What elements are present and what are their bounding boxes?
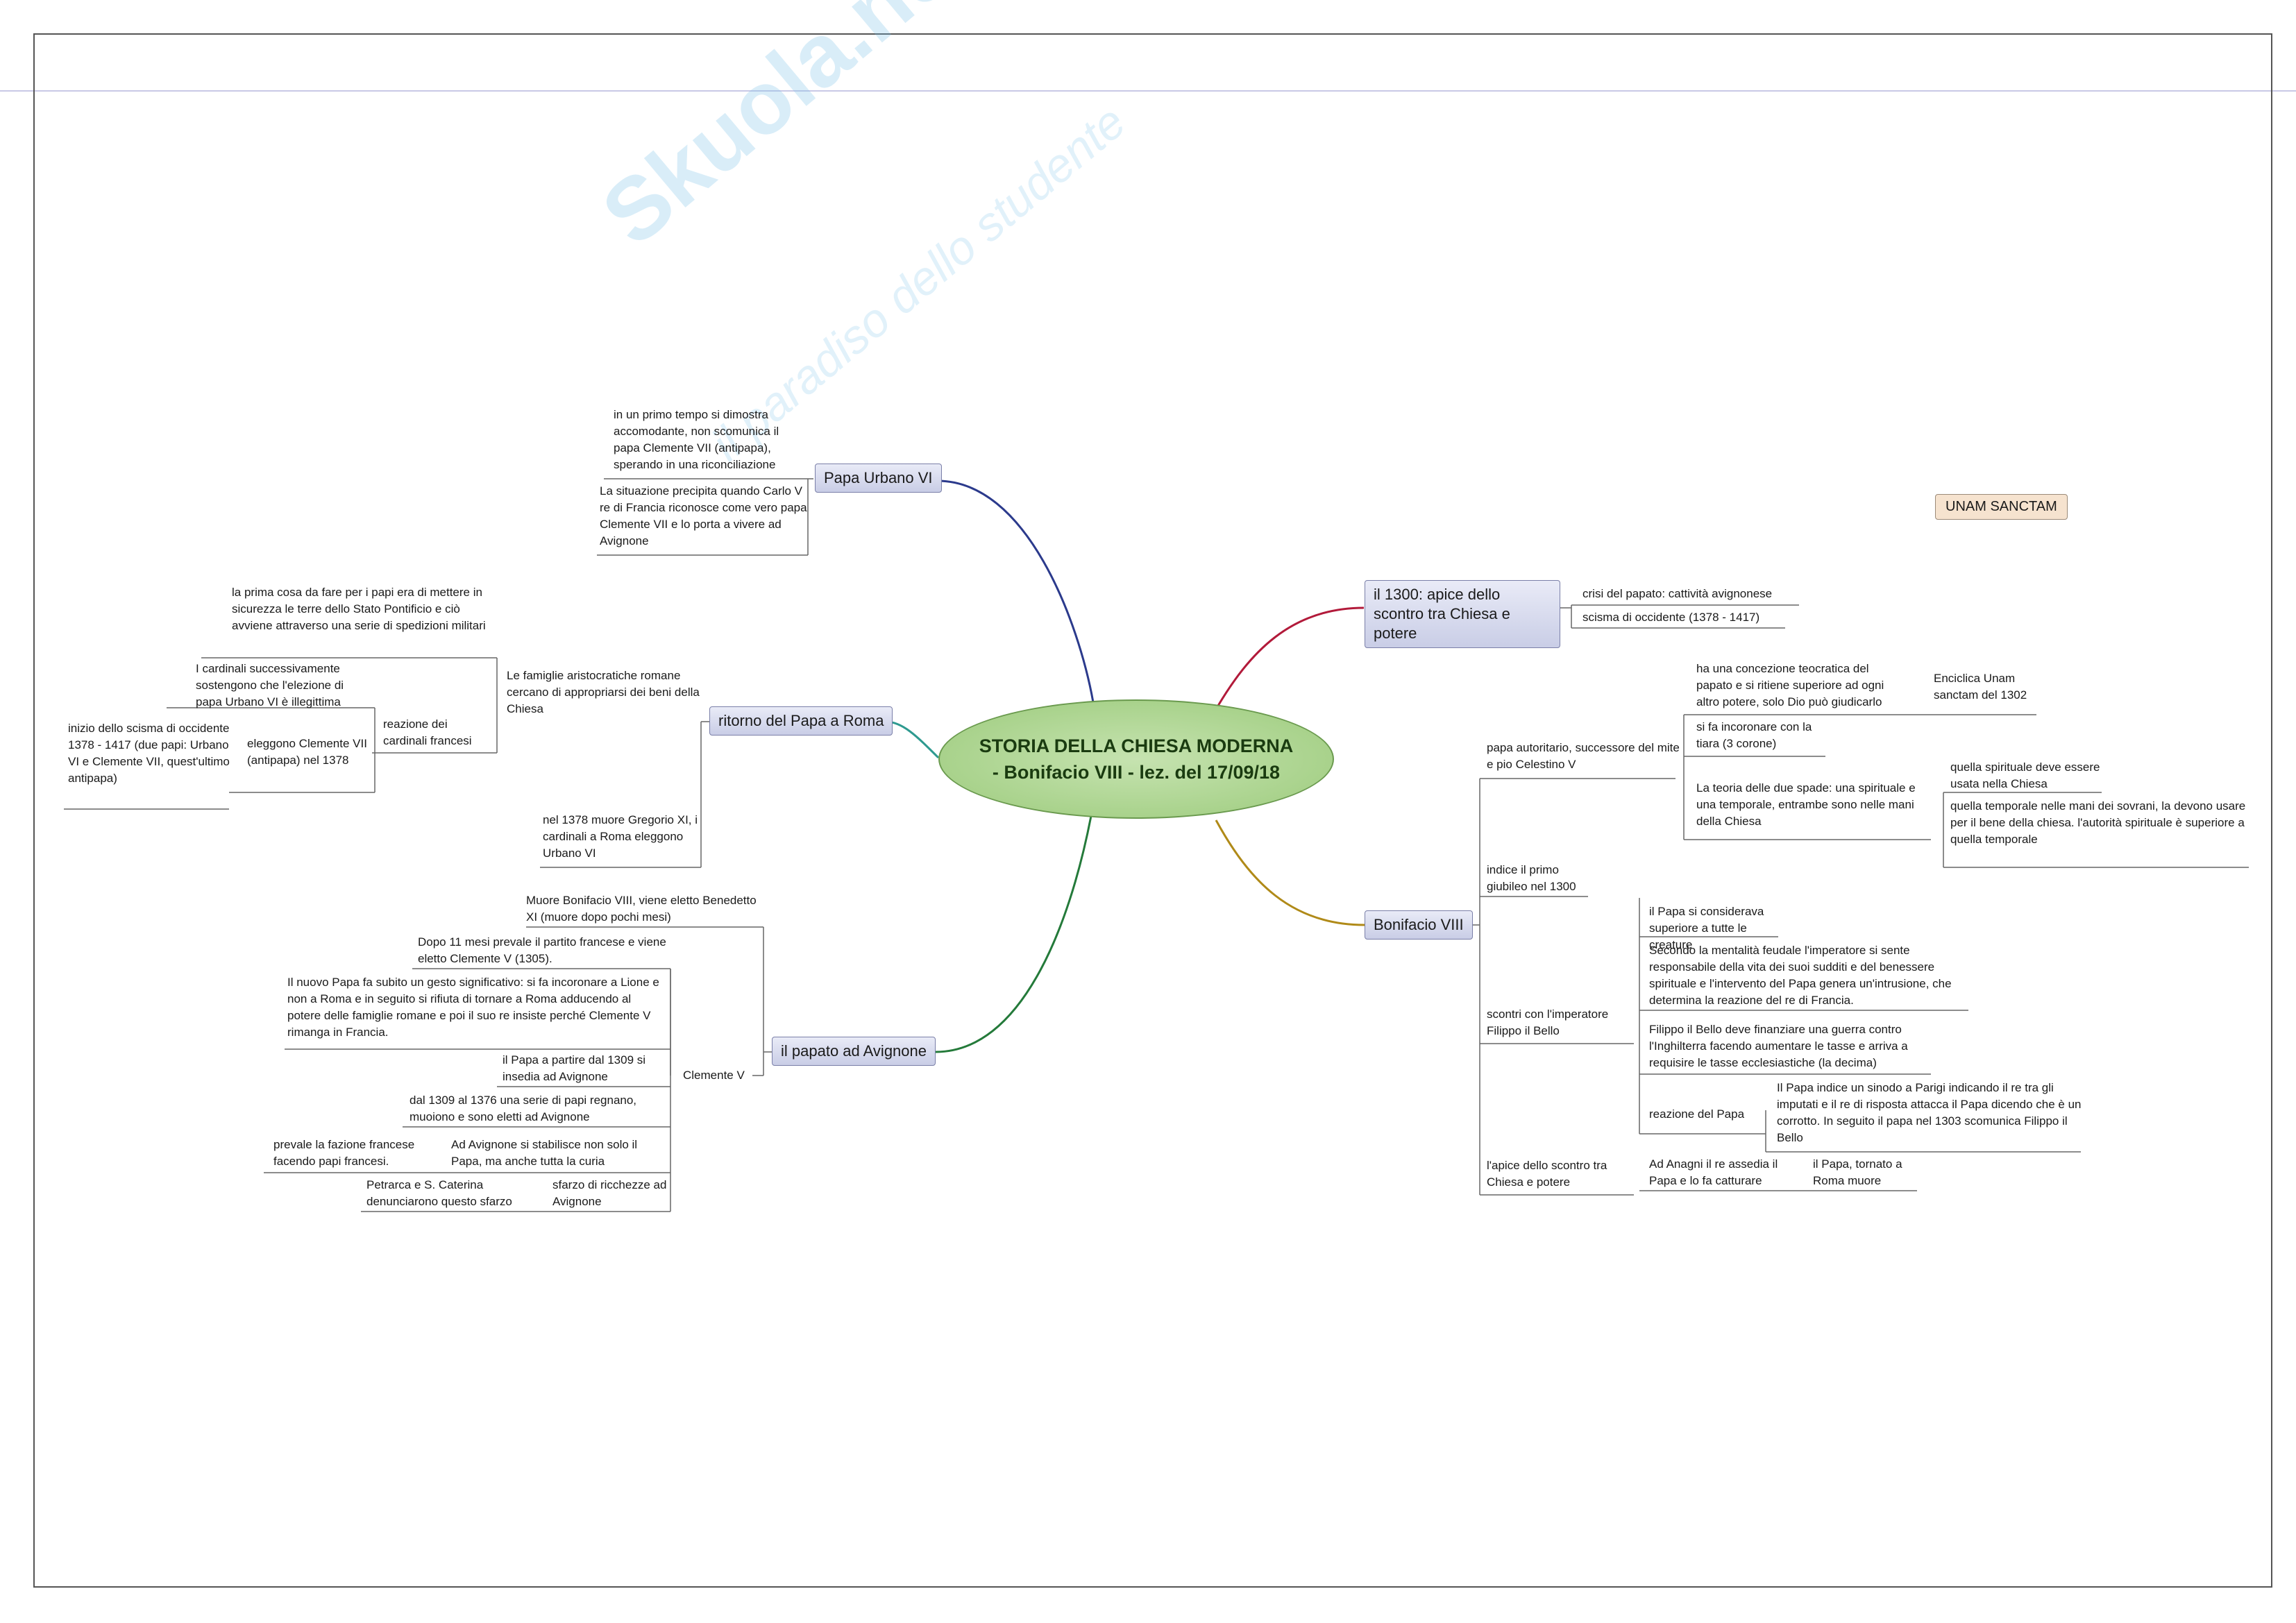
central-topic[interactable]: STORIA DELLA CHIESA MODERNA - Bonifacio … [938,699,1334,819]
bonifacio-leaf-spade: La teoria delle due spade: una spiritual… [1696,781,1916,828]
avignone-leaf-petrarca: Petrarca e S. Caterina denunciarono ques… [366,1178,512,1208]
bonifacio-leaf-mentalita: Secondo la mentalità feudale l'imperator… [1649,944,1952,1007]
central-title: STORIA DELLA CHIESA MODERNA [979,736,1294,756]
bonifacio-leaf-enciclica: Enciclica Unam sanctam del 1302 [1934,672,2027,702]
ritorno-leaf-cardinali: I cardinali successivamente sostengono c… [196,662,344,708]
bonifacio-leaf-giubileo: indice il primo giubileo nel 1300 [1487,863,1576,893]
avignone-leaf-nuovo: Il nuovo Papa fa subito un gesto signifi… [287,976,659,1039]
ritorno-leaf-scisma: inizio dello scisma di occidente 1378 - … [68,722,230,785]
bonifacio-leaf-superiore: il Papa si considerava superiore a tutte… [1649,905,1764,951]
topic-papa-urbano[interactable]: Papa Urbano VI [815,464,942,493]
bonifacio-leaf-reazione: reazione del Papa [1649,1107,1745,1121]
ritorno-leaf-famiglie: Le famiglie aristocratiche romane cercan… [507,669,700,715]
avignone-leaf-muore: Muore Bonifacio VIII, viene eletto Bened… [526,894,757,924]
bonifacio-leaf-spirituale: quella spirituale deve essere usata nell… [1950,760,2100,790]
topic-1300[interactable]: il 1300: apice dello scontro tra Chiesa … [1365,580,1560,648]
bonifacio-leaf-temporale: quella temporale nelle mani dei sovrani,… [1950,799,2246,846]
avignone-leaf-dopo: Dopo 11 mesi prevale il partito francese… [418,935,666,965]
avignone-leaf-serie: dal 1309 al 1376 una serie di papi regna… [410,1094,637,1123]
bonifacio-leaf-sinodo: Il Papa indice un sinodo a Parigi indica… [1777,1081,2082,1144]
avignone-node-clemente: Clemente V [683,1069,745,1082]
s1300-leaf-scisma: scisma di occidente (1378 - 1417) [1582,611,1760,624]
bonifacio-leaf-tiara: si fa incoronare con la tiara (3 corone) [1696,720,1812,750]
topic-papato-avignone[interactable]: il papato ad Avignone [772,1037,936,1066]
avignone-leaf-insedia: il Papa a partire dal 1309 si insedia ad… [503,1053,646,1083]
bonifacio-leaf-filippo: Filippo il Bello deve finanziare una gue… [1649,1023,1908,1069]
avignone-leaf-stabilisce: Ad Avignone si stabilisce non solo il Pa… [451,1138,638,1168]
s1300-leaf-crisi: crisi del papato: cattività avignonese [1582,587,1773,600]
urbano-leaf-accomodante: in un primo tempo si dimostra accomodant… [614,408,779,471]
topic-ritorno-roma[interactable]: ritorno del Papa a Roma [709,706,893,736]
topic-bonifacio[interactable]: Bonifacio VIII [1365,910,1473,940]
ritorno-leaf-reazione: reazione dei cardinali francesi [383,717,472,747]
ritorno-leaf-prima-cosa: la prima cosa da fare per i papi era di … [232,586,486,632]
avignone-leaf-sfarzo: sfarzo di ricchezze ad Avignone [552,1178,667,1208]
avignone-leaf-fazione: prevale la fazione francese facendo papi… [273,1138,415,1168]
bonifacio-leaf-scontri: scontri con l'imperatore Filippo il Bell… [1487,1008,1609,1037]
bonifacio-leaf-anagni: Ad Anagni il re assedia il Papa e lo fa … [1649,1157,1778,1187]
ritorno-leaf-gregorio: nel 1378 muore Gregorio XI, i cardinali … [543,813,698,860]
top-rule [0,90,2296,92]
bonifacio-leaf-autoritario: papa autoritario, successore del mite e … [1487,741,1680,771]
ritorno-leaf-eleggono: eleggono Clemente VII (antipapa) nel 137… [247,737,367,767]
bonifacio-leaf-teocratica: ha una concezione teocratica del papato … [1696,662,1884,708]
urbano-leaf-situazione: La situazione precipita quando Carlo V r… [600,484,807,547]
page-frame [33,33,2272,1588]
central-subtitle: - Bonifacio VIII - lez. del 17/09/18 [992,762,1281,783]
bonifacio-leaf-muore: il Papa, tornato a Roma muore [1813,1157,1902,1187]
unam-sanctam-tag[interactable]: UNAM SANCTAM [1935,494,2068,520]
bonifacio-leaf-apice: l'apice dello scontro tra Chiesa e poter… [1487,1159,1607,1189]
